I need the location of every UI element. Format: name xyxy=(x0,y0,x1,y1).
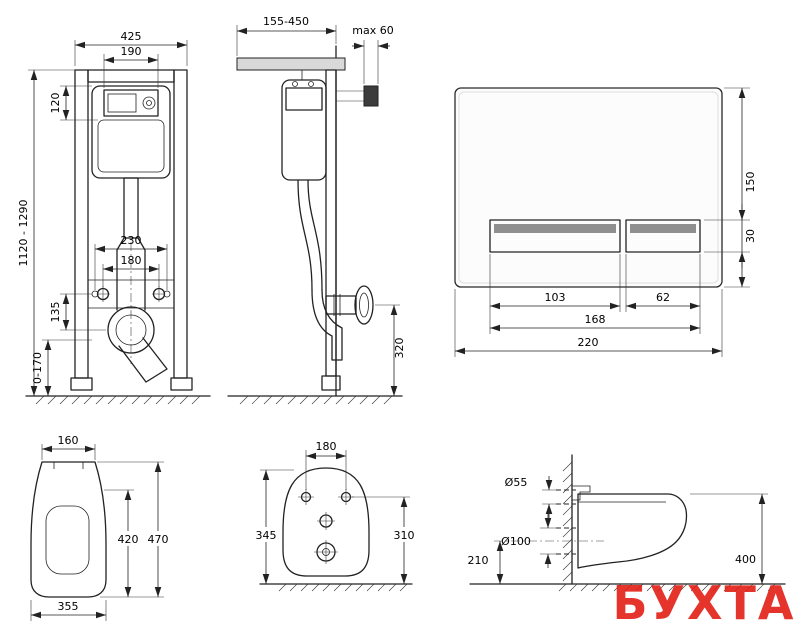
dim-rear-height-label: 345 xyxy=(256,529,277,542)
store-watermark: БУХТА xyxy=(598,570,810,636)
dim-outlet-diameter-label: Ø100 xyxy=(501,535,531,548)
dim-button-small-label: 62 xyxy=(656,291,670,304)
dim-button-height-label: 30 xyxy=(744,229,757,243)
dim-fixing-outer-label: 230 xyxy=(121,234,142,247)
dim-foot-adjust-label: 0-170 xyxy=(31,352,44,384)
dim-bowl-inner-depth-label: 420 xyxy=(118,533,139,546)
bowl-rear-view: 180 345 310 xyxy=(252,440,418,592)
flush-plate-view: 150 30 103 62 168 220 xyxy=(454,87,757,357)
store-watermark-text: БУХТА xyxy=(612,576,796,630)
dim-install-depth-label: 155-450 xyxy=(263,15,309,28)
dim-frame-width-label: 425 xyxy=(121,30,142,43)
dim-buttons-width-label: 168 xyxy=(585,313,606,326)
dim-rear-fixing-label: 180 xyxy=(316,440,337,453)
dim-outlet-height-label: 320 xyxy=(393,338,406,359)
dim-outlet-height-side-label: 210 xyxy=(468,554,489,567)
bowl-plan-view: 160 420 470 355 xyxy=(30,434,171,621)
dim-wall-max-label: max 60 xyxy=(352,24,393,37)
dim-rim-height-label: 400 xyxy=(735,553,756,566)
dim-service-window-height-label: 120 xyxy=(49,93,62,114)
dim-rear-fixing-height-label: 310 xyxy=(394,529,415,542)
dim-service-window-width-label: 190 xyxy=(121,45,142,58)
frame-front-view: 425 190 120 230 180 135 0-170 1120 - 129… xyxy=(17,30,211,405)
frame-side-view: 155-450 max 60 320 xyxy=(227,15,406,405)
dim-button-large-label: 103 xyxy=(545,291,566,304)
dim-outlet-offset-label: 135 xyxy=(49,302,62,323)
dim-bowl-overall-depth-label: 470 xyxy=(148,533,169,546)
bowl-side-view: Ø55 Ø100 210 400 xyxy=(468,454,786,592)
dim-frame-height-label: 1120 - 1290 xyxy=(17,200,30,267)
dim-plate-width-label: 220 xyxy=(578,336,599,349)
dim-plate-height-label: 150 xyxy=(744,172,757,193)
dim-bowl-width-label: 355 xyxy=(58,600,79,613)
dim-inlet-diameter-label: Ø55 xyxy=(505,476,528,489)
dim-bowl-back-width-label: 160 xyxy=(58,434,79,447)
dim-fixing-inner-label: 180 xyxy=(121,254,142,267)
